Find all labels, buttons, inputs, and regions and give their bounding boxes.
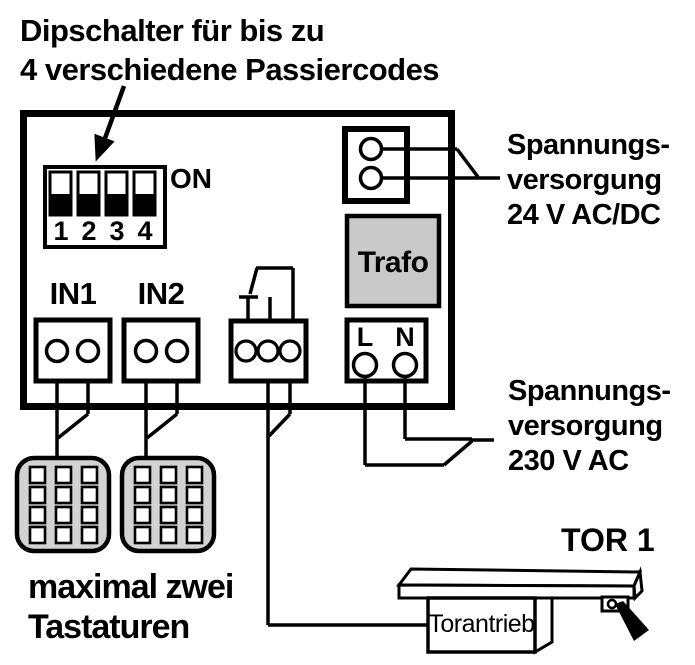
terminal-in1-label: IN1 bbox=[49, 276, 97, 311]
title-line-2: 4 verschiedene Passiercodes bbox=[20, 52, 440, 87]
supply-24v-line-3: 24 V AC/DC bbox=[507, 199, 661, 231]
keypad-left bbox=[14, 455, 112, 554]
dip-switch-block bbox=[43, 165, 167, 249]
supply-230v-line-2: versorgung bbox=[508, 410, 663, 442]
dip-arrow-icon bbox=[94, 85, 127, 162]
terminal-l-n bbox=[344, 317, 429, 384]
terminal-in2 bbox=[121, 317, 201, 384]
control-board-outline bbox=[20, 110, 455, 410]
dip-switch-2 bbox=[76, 170, 101, 217]
keypad-note-line-1: maximal zwei bbox=[28, 568, 234, 606]
terminal-n-label: N bbox=[395, 322, 415, 352]
terminal-relay bbox=[228, 318, 309, 384]
torantrieb-box bbox=[426, 596, 554, 655]
supply-24v-note: Spannungs- versorgung 24 V AC/DC bbox=[507, 128, 670, 233]
keypad-right-keys bbox=[133, 465, 204, 545]
keypad-note-line-2: Tastaturen bbox=[28, 608, 190, 646]
wire-230v bbox=[363, 376, 494, 467]
dip-number-4: 4 bbox=[137, 216, 153, 246]
wire-24v bbox=[381, 147, 500, 180]
terminal-l-label: L bbox=[356, 322, 374, 352]
dip-switch-4 bbox=[132, 170, 157, 217]
dip-switch-3 bbox=[104, 170, 129, 217]
photocell-sensor-icon bbox=[600, 595, 649, 641]
supply-230v-line-3: 230 V AC bbox=[508, 445, 629, 477]
trafo-label: Trafo bbox=[357, 246, 429, 279]
title-line-1: Dipschalter für bis zu bbox=[20, 13, 325, 48]
keypad-left-keys bbox=[28, 465, 99, 545]
supply-24v-line-2: versorgung bbox=[507, 164, 662, 196]
torantrieb-label: Torantrieb bbox=[428, 610, 535, 638]
gate-rail bbox=[396, 566, 644, 602]
dip-number-1: 1 bbox=[53, 216, 69, 246]
dip-switch-1 bbox=[48, 170, 73, 217]
wire-relay-torantrieb bbox=[266, 361, 430, 627]
gate-label: TOR 1 bbox=[561, 522, 655, 558]
trafo-box bbox=[344, 213, 442, 309]
keypad-right bbox=[119, 455, 217, 554]
relay-contact-symbol bbox=[239, 266, 295, 322]
terminal-in2-label: IN2 bbox=[137, 276, 185, 311]
supply-24v-line-1: Spannungs- bbox=[507, 129, 670, 161]
dip-number-2: 2 bbox=[81, 216, 97, 246]
keypad-note: maximal zwei Tastaturen bbox=[28, 567, 234, 647]
terminal-24v bbox=[342, 126, 410, 204]
dip-on-label: ON bbox=[170, 163, 212, 194]
terminal-in1 bbox=[33, 317, 113, 384]
supply-230v-note: Spannungs- versorgung 230 V AC bbox=[508, 374, 671, 479]
supply-230v-line-1: Spannungs- bbox=[508, 375, 671, 407]
dip-number-3: 3 bbox=[109, 216, 125, 246]
